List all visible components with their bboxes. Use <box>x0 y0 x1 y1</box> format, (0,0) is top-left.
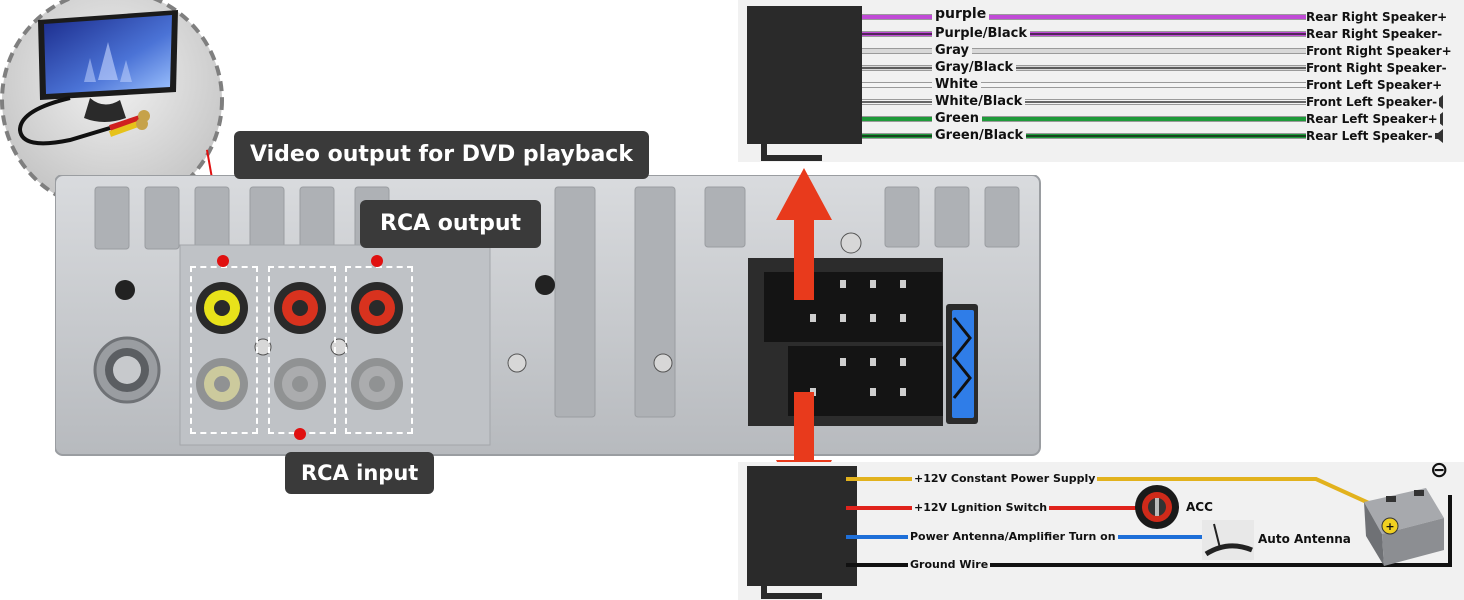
battery-icon: + <box>1364 488 1444 566</box>
auto-antenna-label: Auto Antenna <box>1258 532 1351 546</box>
power-wire-label: Ground Wire <box>908 558 991 571</box>
power-wire-label: +12V Constant Power Supply <box>912 472 1098 485</box>
rca-jacks <box>196 282 403 410</box>
indicator-dot-output <box>371 255 383 267</box>
rca-jack-red-1 <box>274 282 326 334</box>
acc-label: ACC <box>1186 500 1213 514</box>
rca-jack-red-2 <box>351 282 403 334</box>
indicator-dot-input <box>294 428 306 440</box>
speaker-wire-color-label: Gray/Black <box>932 60 1017 75</box>
speaker-wire-color-label: purple <box>932 6 990 22</box>
rca-group-video <box>190 266 258 434</box>
callout-video-output: Video output for DVD playback <box>234 131 649 179</box>
speaker-target-label: Front Left Speaker+ <box>1306 78 1445 92</box>
power-plug <box>747 466 857 599</box>
battery-negative-icon: ⊖ <box>1430 458 1449 483</box>
rca-jack-yellow <box>196 282 248 334</box>
callout-rca-input: RCA input <box>285 452 435 494</box>
rca-group-output <box>345 266 413 434</box>
speaker-wire-color-label: White/Black <box>932 94 1026 109</box>
indicator-dot-video <box>217 255 229 267</box>
power-wire-label: +12V Lgnition Switch <box>912 501 1050 514</box>
callout-rca-output: RCA output <box>360 200 541 248</box>
speaker-wire-color-label: Green/Black <box>932 128 1027 143</box>
speaker-target-label: Rear Left Speaker+ <box>1306 112 1440 126</box>
ignition-switch-icon <box>1135 485 1179 529</box>
monitor-inset <box>0 0 224 212</box>
speaker-target-label: Rear Right Speaker- <box>1306 27 1445 41</box>
speaker-target-label: Front Right Speaker+ <box>1306 44 1454 58</box>
svg-text:+: + <box>1385 520 1394 533</box>
speaker-wire-color-label: Green <box>932 111 982 126</box>
speaker-target-label: Front Right Speaker- <box>1306 61 1449 75</box>
speaker-icon <box>1434 129 1443 143</box>
power-wire-3 <box>846 495 1452 567</box>
speaker-wire-color-label: Purple/Black <box>932 26 1031 41</box>
speaker-wire-color-label: Gray <box>932 43 972 58</box>
power-wire-label: Power Antenna/Amplifier Turn on <box>908 530 1118 543</box>
arrow-up <box>776 168 832 300</box>
speaker-target-label: Front Left Speaker- <box>1306 95 1440 109</box>
antenna-icon <box>1202 520 1254 560</box>
speaker-wire-color-label: White <box>932 77 982 92</box>
speaker-target-label: Rear Right Speaker+ <box>1306 10 1450 24</box>
iso-connector <box>748 258 978 426</box>
speaker-target-label: Rear Left Speaker- <box>1306 129 1435 143</box>
speaker-plug <box>747 6 862 161</box>
